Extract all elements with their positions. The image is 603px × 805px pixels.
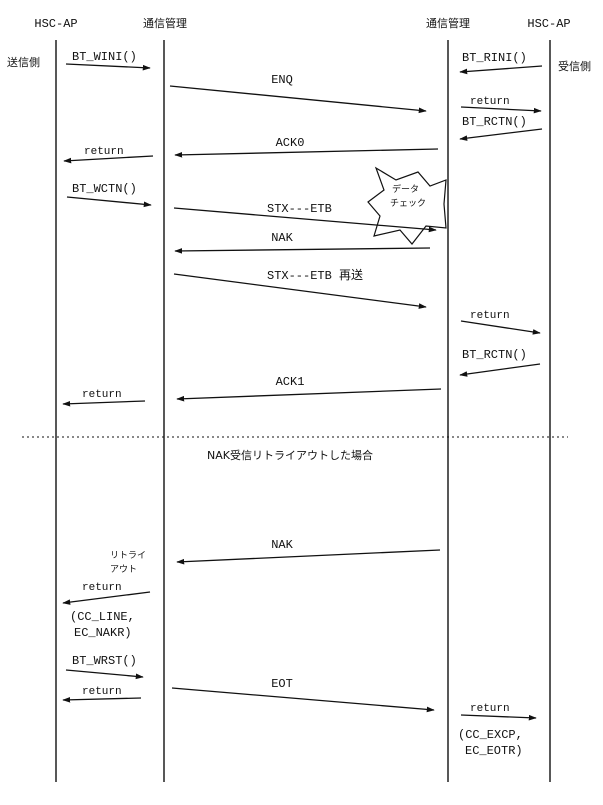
msg-return-wrst-label: return [82,686,122,698]
msg-return-recv-1-arrow [460,320,541,335]
data-check-label-1: データ [392,183,419,195]
retry-out-label-2: アウト [110,564,137,575]
receiver-side-label: 受信側 [558,60,591,73]
cc-line-code-2: EC_NAKR) [74,626,132,640]
msg-bt-rctn-1-label: BT_RCTN() [462,115,527,129]
msg-return-eot-label: return [470,703,510,715]
msg-bt-wini-arrow [65,63,151,71]
msg-bt-rini-label: BT_RINI() [462,51,527,65]
header-sender-comm: 通信管理 [143,16,187,30]
header-sender-ap: HSC-AP [34,17,77,31]
header-receiver-ap: HSC-AP [527,17,570,31]
msg-nak-1-label: NAK [271,231,293,245]
msg-return-rini-arrow [460,106,542,114]
msg-stx-etb-arrow [173,207,437,233]
msg-return-ack1-arrow [62,400,146,407]
data-check-label-2: チェック [390,198,426,209]
msg-enq-arrow [169,85,427,114]
sender-side-label: 送信側 [7,55,40,69]
msg-return-retry-label: return [82,582,122,594]
msg-return-wrst-arrow [62,697,142,703]
msg-nak-1-arrow [174,247,431,254]
cc-line-code-1: (CC_LINE, [70,610,135,624]
msg-bt-wctn-label: BT_WCTN() [72,182,137,196]
msg-return-ack0-arrow [63,155,154,164]
msg-return-ack1-label: return [82,389,122,401]
msg-return-rini-label: return [470,96,510,108]
msg-bt-wrst-label: BT_WRST() [72,654,137,668]
msg-bt-wctn-arrow [66,196,152,208]
msg-stx-etb-label: STX---ETB [267,202,332,216]
msg-bt-wini-label: BT_WINI() [72,50,137,64]
msg-bt-wrst-arrow [65,669,144,680]
msg-nak-2-label: NAK [271,538,293,552]
msg-ack1-arrow [176,388,442,402]
msg-stx-etb-resend-arrow [173,273,427,309]
msg-bt-rini-arrow [459,65,543,75]
msg-return-recv-1-label: return [470,310,510,322]
msg-enq-label: ENQ [271,73,293,87]
retry-out-label-1: リトライ [110,550,146,561]
data-check-burst [367,166,447,245]
msg-return-eot-arrow [460,714,537,721]
msg-ack1-label: ACK1 [276,375,305,389]
msg-return-ack0-label: return [84,146,124,158]
msg-bt-rctn-1-arrow [459,128,543,141]
msg-eot-arrow [171,687,435,713]
msg-bt-rctn-2-label: BT_RCTN() [462,348,527,362]
cc-excp-code-2: EC_EOTR) [465,744,523,758]
cc-excp-code-1: (CC_EXCP, [458,728,523,742]
msg-nak-2-arrow [176,549,441,565]
msg-ack0-label: ACK0 [276,136,305,150]
msg-return-retry-arrow [62,591,151,605]
section-title: NAK受信リトライアウトした場合 [207,448,373,462]
msg-bt-rctn-2-arrow [459,363,541,377]
header-receiver-comm: 通信管理 [426,16,470,30]
msg-ack0-arrow [174,148,439,158]
msg-eot-label: EOT [271,677,293,691]
msg-stx-etb-resend-label: STX---ETB 再送 [267,267,363,283]
